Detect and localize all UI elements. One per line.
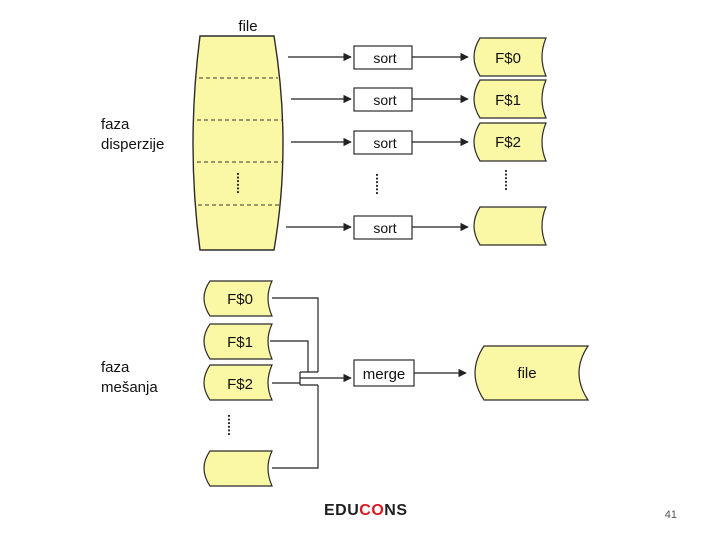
logo-part3: NS (384, 502, 408, 519)
merge-box: merge (353, 359, 415, 387)
run-file: F$0 (473, 37, 547, 77)
sort-box: sort (353, 87, 413, 112)
dispersion-phase-line2: disperzije (101, 136, 165, 153)
file-ellipsis: ...... (234, 172, 249, 194)
input-file-shape (192, 35, 284, 251)
svg-text:F$0: F$0 (495, 50, 521, 67)
svg-text:F$0: F$0 (227, 291, 253, 308)
run-ellipsis: ...... (502, 169, 517, 191)
sort-box: sort (353, 215, 413, 240)
output-file: file (474, 345, 590, 401)
merge-run-file (203, 450, 273, 487)
sort-ellipsis: ...... (373, 173, 388, 195)
educons-logo: EDUCONS (324, 502, 408, 520)
merge-connector (270, 340, 309, 372)
svg-text:sort: sort (373, 220, 396, 236)
svg-text:merge: merge (363, 366, 406, 383)
merge-connector (272, 385, 319, 469)
input-file-label: file (238, 18, 257, 35)
svg-text:sort: sort (373, 135, 396, 151)
logo-part1: EDU (324, 502, 360, 519)
svg-text:F$1: F$1 (227, 334, 253, 351)
svg-text:F$1: F$1 (495, 92, 521, 109)
svg-text:F$2: F$2 (495, 134, 521, 151)
merge-run-file: F$0 (203, 280, 273, 317)
svg-text:sort: sort (373, 92, 396, 108)
sort-box: sort (353, 45, 413, 70)
merging-phase-label: faza mešanja (101, 358, 158, 398)
run-file: F$2 (473, 122, 547, 162)
merge-run-file: F$1 (203, 323, 273, 360)
merge-run-ellipsis: ...... (225, 414, 240, 436)
merge-run-file: F$2 (203, 364, 273, 401)
svg-text:file: file (517, 365, 536, 382)
merging-phase-line2: mešanja (101, 379, 158, 396)
dispersion-phase-line1: faza (101, 116, 130, 133)
run-file: F$1 (473, 79, 547, 119)
svg-text:F$2: F$2 (227, 376, 253, 393)
page-number: 41 (664, 509, 677, 521)
sort-box: sort (353, 130, 413, 155)
merge-connector (272, 297, 319, 372)
run-file (473, 206, 547, 246)
logo-part2: CO (359, 502, 385, 519)
svg-text:sort: sort (373, 50, 396, 66)
dispersion-phase-label: faza disperzije (101, 115, 164, 155)
merging-phase-line1: faza (101, 359, 130, 376)
